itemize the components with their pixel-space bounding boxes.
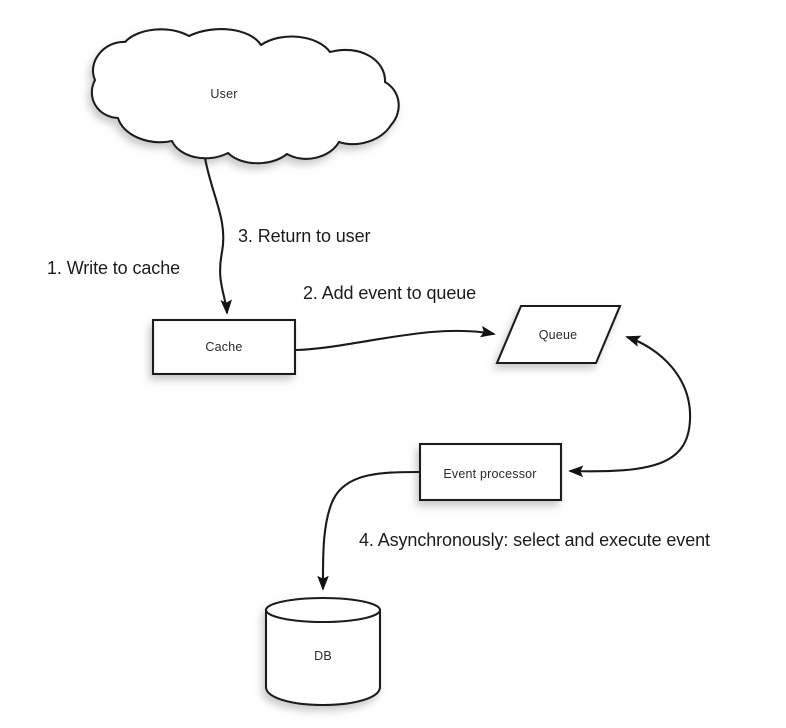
node-user[interactable] <box>90 28 400 165</box>
edge-user-to-cache <box>203 157 233 315</box>
edge-label-step-1: 1. Write to cache <box>47 258 181 278</box>
node-event-processor[interactable] <box>418 442 563 502</box>
node-queue[interactable] <box>495 304 622 365</box>
edge-processor-queue-loop <box>568 335 692 478</box>
node-db[interactable] <box>264 596 382 707</box>
edge-label-step-4: 4. Asynchronously: select and execute ev… <box>359 530 710 550</box>
edge-cache-to-queue <box>295 325 496 352</box>
node-cache[interactable] <box>151 318 297 376</box>
edge-processor-to-db <box>317 470 420 591</box>
edge-label-step-3: 3. Return to user <box>238 226 371 246</box>
edge-label-step-2: 2. Add event to queue <box>303 283 477 303</box>
